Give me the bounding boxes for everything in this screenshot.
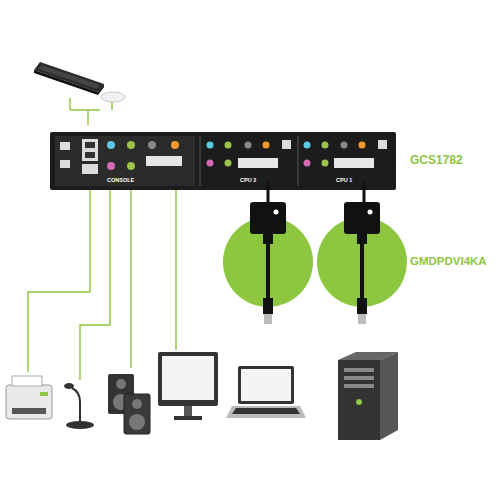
panel-label: CONSOLE xyxy=(107,178,134,184)
printer xyxy=(6,376,52,419)
desktop-tower xyxy=(338,352,398,440)
speakers xyxy=(108,374,150,434)
product-label: GCS1782 xyxy=(410,154,463,166)
adapter-left xyxy=(223,182,313,324)
laptop xyxy=(226,366,306,418)
speaker-wire xyxy=(130,190,131,368)
monitor-wire xyxy=(175,190,176,350)
adapter-right xyxy=(317,182,407,324)
panel-label: CPU 2 xyxy=(240,178,256,184)
mic-wire xyxy=(80,190,110,380)
product-label: GMDPDVI4KA xyxy=(410,256,487,268)
keyboard-mouse-wire xyxy=(70,98,112,125)
monitor xyxy=(158,352,218,420)
keyboard xyxy=(34,62,104,95)
microphone xyxy=(64,383,94,429)
panel-label: CPU 1 xyxy=(336,178,352,184)
mouse xyxy=(101,92,125,102)
kvm-switch xyxy=(50,132,396,190)
